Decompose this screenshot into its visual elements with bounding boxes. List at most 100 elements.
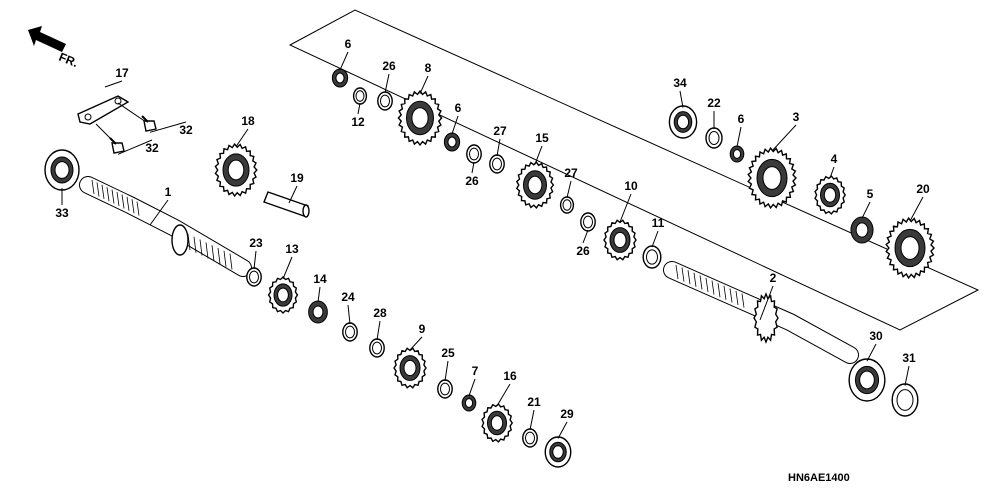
callout-32: 32 (117, 139, 159, 155)
gear-part-4 (814, 175, 847, 215)
callout-label: 28 (373, 306, 387, 320)
callout-34: 34 (673, 76, 687, 108)
washer-part-21 (522, 428, 538, 448)
callout-21: 21 (527, 395, 541, 430)
callout-6: 6 (451, 101, 462, 135)
countershaft-group-outline (288, 9, 980, 331)
callout-label: 2 (770, 271, 777, 285)
callout-label: 22 (707, 96, 721, 110)
bushing-part-14 (308, 300, 328, 324)
callout-26: 26 (382, 59, 396, 94)
gear-part-18 (214, 142, 258, 198)
gear-part-8 (397, 89, 443, 147)
callout-label: 26 (382, 59, 396, 73)
bolt-part-32 (109, 137, 125, 154)
bearing-part-30 (848, 358, 886, 402)
washer-part-26 (580, 212, 596, 232)
washer-part-26 (466, 144, 482, 164)
washer-part-31 (891, 383, 919, 417)
washer-part-12 (352, 87, 368, 105)
bushing-part-5 (850, 216, 874, 244)
callout-27: 27 (564, 166, 578, 198)
callout-label: 15 (535, 131, 549, 145)
callout-2: 2 (759, 271, 777, 321)
direction-label: FR. (57, 50, 80, 70)
callout-1: 1 (149, 185, 172, 226)
callout-16: 16 (496, 369, 517, 407)
callout-11: 11 (651, 216, 665, 248)
callout-12: 12 (351, 103, 365, 129)
callout-15: 15 (534, 131, 549, 165)
callout-label: 11 (652, 216, 665, 230)
bushing-part-7 (461, 394, 477, 412)
callout-17: 17 (104, 66, 129, 88)
washer-part-26 (377, 91, 393, 111)
callout-label: 30 (869, 329, 883, 343)
callout-26: 26 (576, 229, 590, 258)
front-direction-arrow: FR. (28, 26, 80, 70)
callout-label: 26 (576, 244, 590, 258)
callout-label: 17 (115, 66, 129, 80)
callout-label: 27 (564, 166, 578, 180)
diagram-code: HN6AE1400 (788, 472, 850, 484)
callout-label: 24 (341, 290, 355, 304)
callout-label: 9 (419, 322, 426, 336)
callout-label: 7 (472, 364, 479, 378)
countershaft-part (663, 261, 859, 364)
callout-label: 3 (793, 110, 800, 124)
callout-26: 26 (465, 162, 479, 188)
callout-8: 8 (419, 61, 432, 94)
callout-14: 14 (313, 272, 327, 303)
callout-label: 31 (902, 351, 916, 365)
callout-28: 28 (373, 306, 387, 340)
callout-6: 6 (736, 112, 745, 147)
callout-33: 33 (55, 188, 69, 220)
callout-18: 18 (235, 114, 255, 147)
washer-part-25 (437, 379, 453, 399)
callout-label: 27 (493, 124, 507, 138)
callout-label: 12 (351, 115, 365, 129)
washer-part-11 (642, 245, 662, 269)
callout-label: 34 (673, 76, 687, 90)
callout-30: 30 (866, 329, 883, 362)
callout-label: 5 (867, 187, 874, 201)
bushing-part-6 (729, 145, 745, 163)
callout-label: 6 (455, 101, 462, 115)
callout-label: 6 (738, 112, 745, 126)
callout-label: 32 (145, 141, 159, 155)
gear-part-16 (481, 403, 514, 443)
callout-label: 25 (441, 346, 455, 360)
bracket-part (77, 95, 147, 143)
callout-label: 29 (560, 407, 574, 421)
bushing-part-6 (331, 68, 349, 88)
callout-label: 4 (831, 152, 838, 166)
callout-label: 21 (527, 395, 541, 409)
callout-3: 3 (771, 110, 800, 152)
callout-label: 23 (249, 236, 263, 250)
callout-4: 4 (829, 152, 838, 179)
washer-part-22 (705, 127, 723, 149)
bushing-part-6 (443, 132, 461, 152)
washer-part-24 (342, 322, 358, 342)
callout-label: 33 (55, 206, 69, 220)
callout-label: 32 (179, 123, 193, 137)
callout-6: 6 (339, 37, 352, 71)
callout-29: 29 (557, 407, 574, 439)
gear-part-10 (603, 219, 637, 261)
callout-20: 20 (909, 182, 930, 222)
callout-label: 10 (624, 179, 638, 193)
pin-part (263, 191, 310, 218)
washer-part-23 (246, 267, 262, 287)
gear-part-9 (393, 347, 427, 389)
washer-part-28 (369, 338, 385, 358)
gear-part-20 (885, 216, 935, 280)
callout-label: 13 (285, 242, 299, 256)
callout-31: 31 (902, 351, 916, 386)
hardware-layer (44, 68, 935, 468)
callout-9: 9 (409, 322, 426, 351)
mainshaft-part (79, 176, 252, 277)
callout-24: 24 (341, 290, 355, 324)
callout-5: 5 (861, 187, 874, 219)
callout-label: 18 (241, 114, 255, 128)
